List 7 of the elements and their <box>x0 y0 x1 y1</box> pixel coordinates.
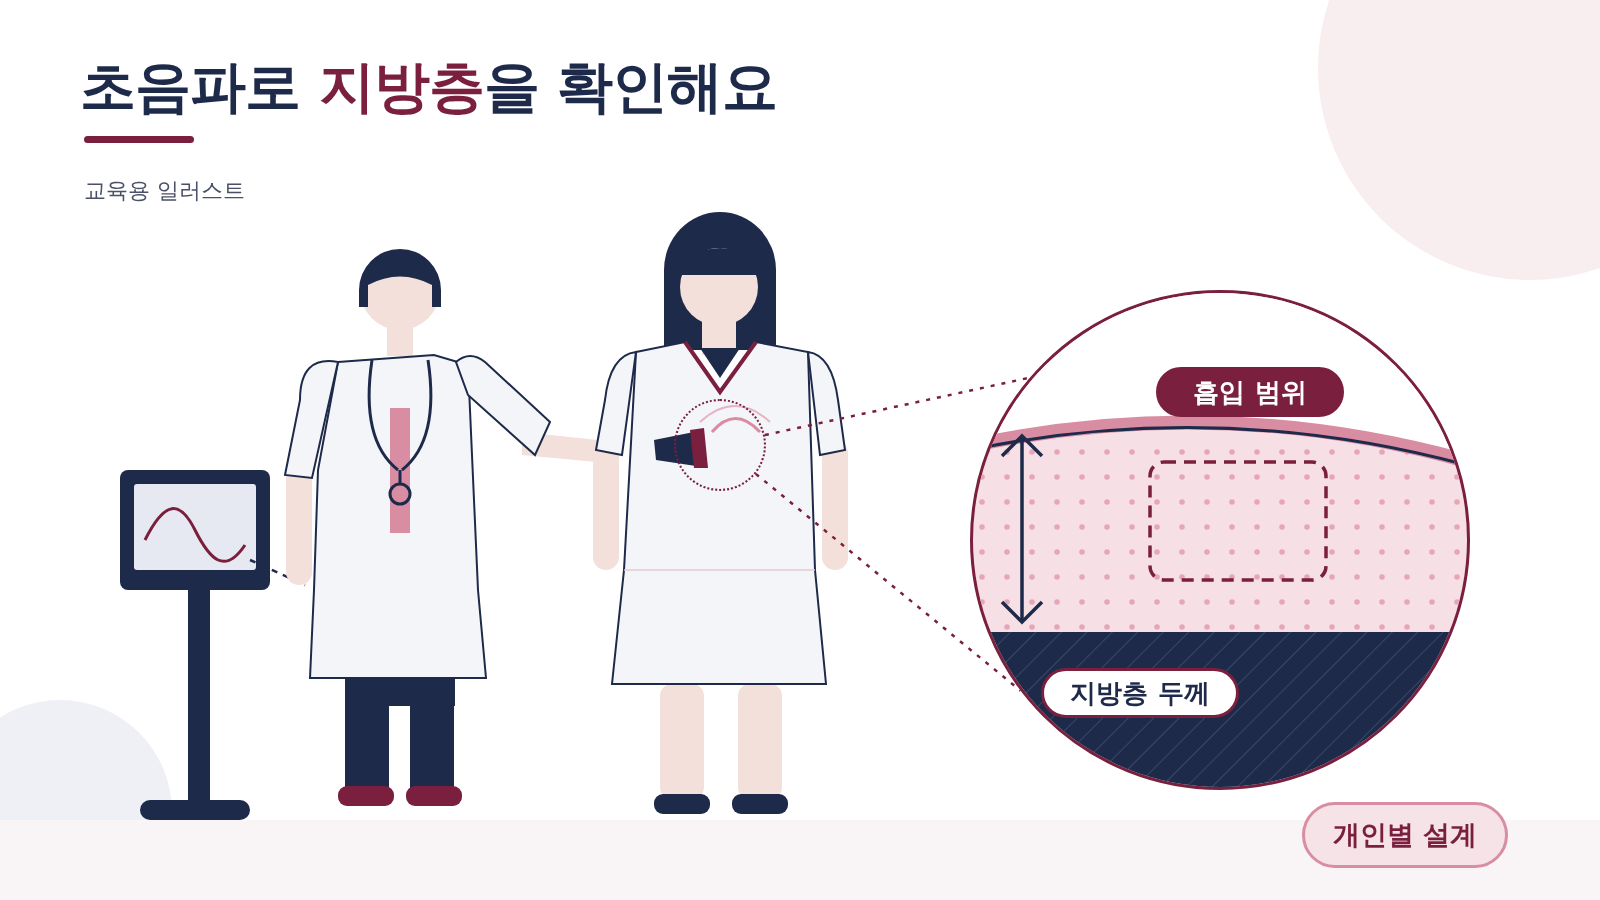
callout-pill: 개인별 설계 <box>1302 802 1508 868</box>
callout-pill: 흡입 범위 <box>1156 367 1344 417</box>
callout-pill: 지방층 두께 <box>1041 668 1239 718</box>
subtitle: 교육용 일러스트 <box>84 177 245 205</box>
focus-circle <box>674 399 766 491</box>
leader-line <box>755 472 1022 692</box>
page-title: 초음파로 지방층을 확인해요 <box>80 53 777 121</box>
